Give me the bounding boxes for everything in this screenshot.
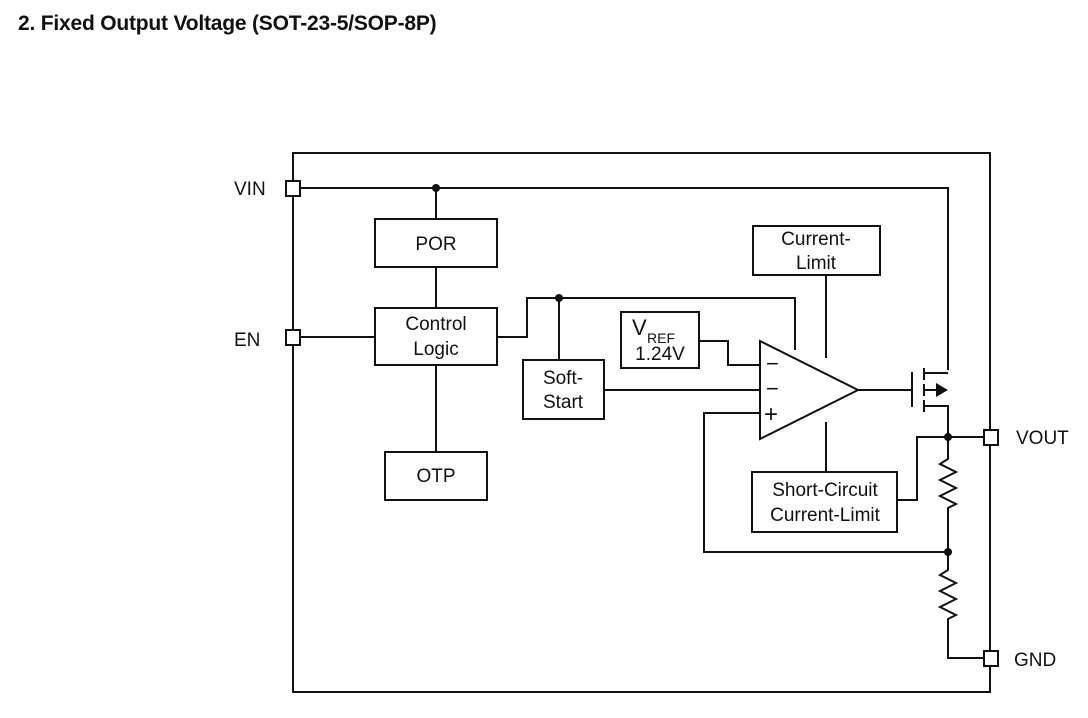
gnd-pin-label: GND [1014, 650, 1056, 671]
amp-input-plus: + [764, 401, 778, 428]
amp-input-minus-2: − [766, 376, 779, 401]
page-title: 2. Fixed Output Voltage (SOT-23-5/SOP-8P… [18, 12, 437, 35]
resistor-top [937, 437, 959, 552]
current-limit-label-1: Current- [781, 229, 851, 250]
ic-outline [292, 152, 991, 693]
error-amplifier [759, 339, 861, 441]
control-logic-label-2: Logic [413, 339, 458, 360]
vin-rail-wire [300, 187, 949, 370]
en-pin [285, 329, 301, 346]
short-circuit-label-1: Short-Circuit [772, 480, 878, 501]
otp-label: OTP [416, 466, 455, 487]
vref-to-amp-wire [699, 340, 760, 366]
vout-pin-label: VOUT [1016, 428, 1069, 449]
short-circuit-block [751, 471, 898, 533]
soft-start-label-1: Soft- [543, 368, 583, 389]
soft-start-label-2: Start [543, 392, 584, 413]
vref-subscript: REF [647, 330, 675, 346]
por-block [374, 218, 498, 268]
current-limit-block [752, 225, 881, 276]
en-pin-label: EN [234, 330, 260, 351]
vout-pin [983, 429, 999, 446]
sc-sense-wire [897, 436, 948, 501]
feedback-wire [703, 412, 948, 553]
resistor-bottom [937, 552, 984, 659]
vin-pin [285, 180, 301, 197]
pass-transistor [911, 368, 949, 437]
vref-value: 1.24V [635, 344, 685, 365]
soft-start-block [522, 359, 605, 420]
vin-pin-label: VIN [234, 179, 266, 200]
control-logic-label-1: Control [405, 314, 466, 335]
control-enable-wire [497, 297, 796, 350]
current-limit-label-2: Limit [796, 253, 837, 274]
control-logic-block [374, 307, 498, 366]
otp-block [384, 451, 488, 501]
gnd-pin [983, 650, 999, 667]
vref-symbol: V [632, 315, 647, 340]
vref-block [620, 311, 700, 369]
amp-input-minus-1: − [766, 351, 779, 376]
short-circuit-label-2: Current-Limit [770, 505, 881, 526]
por-label: POR [415, 234, 456, 255]
